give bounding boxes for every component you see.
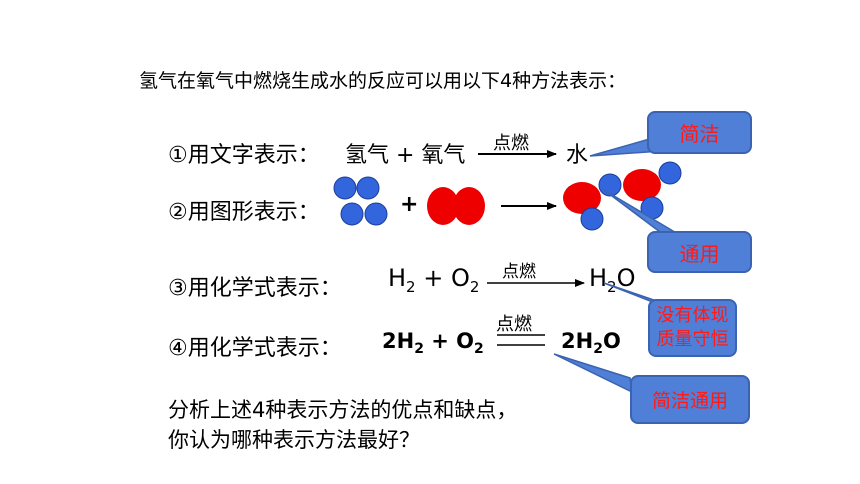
row4-formula-left: 2H2 + O2 (382, 329, 484, 357)
hydrogen-molecules (333, 176, 388, 226)
row1-rhs: 水 (566, 143, 589, 168)
row3-h: H (388, 264, 407, 292)
row4-formula-right: 2H2O (561, 329, 621, 357)
row3-h-sub: 2 (406, 277, 416, 296)
question-line2: 你认为哪种表示方法最好？ (168, 428, 420, 452)
hydrogen-atom (658, 161, 682, 185)
oxygen-molecule (427, 187, 485, 225)
row3-o-sub: 2 (469, 277, 480, 296)
oxygen-atom (623, 169, 661, 201)
oxygen-atom (453, 187, 485, 225)
row4-c-tail: O (602, 329, 621, 353)
hydrogen-atom (340, 202, 364, 226)
row1-label: ①用文字表示： (168, 143, 320, 168)
hydrogen-atom (356, 176, 380, 200)
question: 分析上述4种表示方法的优点和缺点， 你认为哪种表示方法最好？ (168, 395, 517, 455)
hydrogen-atom (364, 202, 388, 226)
row4-c-sub: 2 (593, 341, 603, 358)
oxygen-atom (427, 187, 459, 225)
callout-concise: 简洁 (647, 111, 752, 154)
row3-formula-left: H2 + O2 (388, 264, 479, 296)
question-line1: 分析上述4种表示方法的优点和缺点， (168, 398, 518, 422)
intro-text: 氢气在氧气中燃烧生成水的反应可以用以下4种方法表示： (139, 70, 627, 92)
row3-condition: 点燃 (502, 262, 536, 282)
row2-plus: + (400, 192, 419, 217)
row4-label: ④用化学式表示： (168, 336, 342, 361)
row4-a: 2H (382, 329, 415, 353)
row3-o: + O (415, 264, 470, 292)
oxygen-atom (563, 182, 601, 214)
row4-c: 2H (561, 329, 594, 353)
water-molecules (563, 161, 682, 231)
hydrogen-atom (580, 207, 604, 231)
callout-concise-universal: 简洁通用 (630, 375, 750, 424)
hydrogen-atom (333, 176, 357, 200)
row4-a-sub: 2 (414, 341, 424, 358)
row2-label: ②用图形表示： (168, 200, 320, 225)
row3-rhs-o: O (616, 264, 636, 292)
callout-universal: 通用 (647, 231, 752, 273)
row3-label: ③用化学式表示： (168, 276, 342, 301)
row3-rhs-h: H (589, 264, 608, 292)
callout4-pointer (553, 353, 633, 394)
callout-no-mass-conservation: 没有体现质量守恒 (648, 299, 737, 357)
row4-b: O (456, 329, 475, 353)
row4-plus: + (423, 329, 457, 353)
row1-lhs: 氢气 + 氧气 (345, 143, 466, 168)
row4-b-sub: 2 (474, 341, 484, 358)
row1-condition: 点燃 (493, 133, 529, 154)
row4-condition: 点燃 (496, 314, 532, 335)
